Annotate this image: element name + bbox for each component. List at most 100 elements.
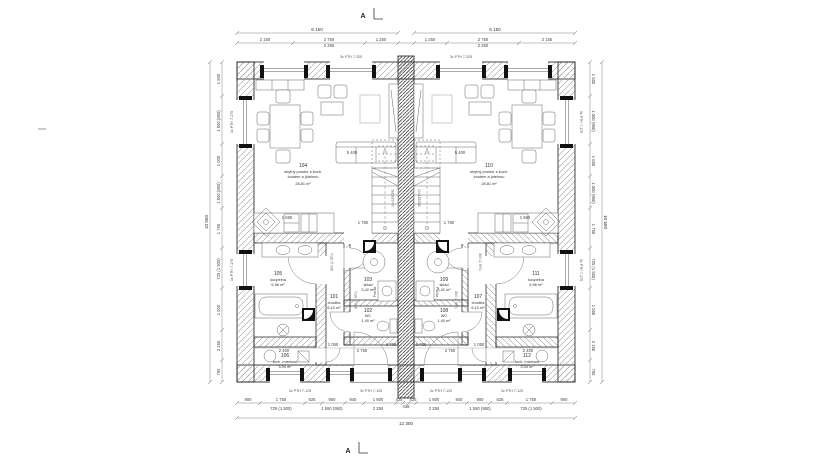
bathtub — [254, 293, 308, 319]
wall-bath-tech — [253, 336, 317, 348]
section-mark-top: A — [360, 8, 383, 20]
room-name: koutem a jídelnou — [288, 174, 319, 179]
stair-arrow — [382, 147, 388, 155]
dining-chair — [256, 128, 270, 143]
boiler-icon — [263, 349, 277, 363]
room-label-104: 104 obytný prostor s kuch. koutem a jíde… — [284, 163, 322, 186]
lintel-label: 3x PTH 7-125 — [289, 389, 311, 393]
dim-kitchen: 1 660 — [282, 215, 293, 220]
section-elbow-icon — [358, 442, 368, 454]
room-area: 3,42 m² — [361, 287, 375, 292]
washer-label: Pračka — [435, 287, 439, 298]
interior-dimensions: 5 400 5 400 1 660 1 660 1 760 1 760 10×1… — [254, 150, 558, 353]
staircase — [371, 139, 399, 234]
washing-drum-icon — [276, 323, 290, 337]
wall-party-central — [397, 55, 415, 399]
room-label-108: 108 WC 1,40 m² — [437, 308, 451, 323]
tech-equipment — [263, 349, 310, 363]
unit-right-geometry — [413, 60, 577, 384]
dim-inner: 2 750 — [357, 348, 368, 353]
stair-note: 10×187/250 — [417, 189, 421, 207]
lintel-label: 3x PTH 7-125 — [430, 389, 452, 393]
dining-chair — [300, 111, 314, 126]
dim-side: 1 000 — [216, 155, 221, 166]
section-letter: A — [360, 13, 365, 20]
dim-side: 1 500 (850) — [591, 182, 596, 204]
dining-chair — [275, 89, 291, 104]
room-name: obytný prostor s kuch. — [284, 169, 322, 174]
dining-chair — [300, 128, 314, 143]
sideboard — [255, 79, 305, 91]
dim-side: 1 500 (850) — [216, 110, 221, 132]
dim-living-width: 5 400 — [347, 150, 358, 155]
room-number: 105 — [274, 271, 283, 277]
room-number: 111 — [532, 271, 540, 277]
dim-chain-left: 1 500 1 500 (850) 1 000 1 500 (850) 1 75… — [204, 59, 234, 385]
washer-label: Pračka — [373, 287, 377, 298]
dim-top-sub: 2 250 — [478, 43, 489, 48]
bathroom — [254, 242, 319, 337]
dim-bottom: 900 — [477, 397, 485, 402]
room-label-101: 101 chodba 6,10 m² — [327, 294, 341, 310]
stair-note: 10×187/250 — [391, 189, 395, 207]
sofa — [335, 141, 397, 164]
dim-side: 1 000 — [216, 304, 221, 315]
interior-walls — [253, 232, 399, 366]
dim-side: 1 750 — [216, 223, 221, 234]
room-label-112: 112 tech. místnost 3,04 m² — [515, 353, 540, 369]
dim-bottom: 625 — [309, 397, 317, 402]
lintel-label: 3x PTH 7-125 — [360, 389, 382, 393]
dim-top-seg: 2 750 — [478, 37, 489, 42]
room-name: chodba — [472, 300, 486, 305]
dim-bottom: 940 — [350, 397, 358, 402]
room-name: koupelna — [270, 277, 287, 282]
dim-side: 1 500 — [216, 73, 221, 84]
unit-left-geometry — [236, 61, 399, 383]
dining-chair — [256, 111, 270, 126]
room-name: koupelna — [528, 277, 545, 282]
room-number: 109 — [440, 277, 449, 283]
room-area: 28,81 m² — [481, 181, 497, 186]
room-label-111: 111 koupelna 6,96 m² — [528, 271, 545, 287]
dim-bottom: 438 — [403, 404, 411, 409]
dim-top-seg: 2 150 — [260, 37, 271, 42]
dim-side: 725 (1 500) — [216, 258, 221, 280]
dim-side: 725 (1 500) — [591, 258, 596, 280]
dim-side: 2 150 — [216, 340, 221, 351]
dim-top-seg: 2 750 — [324, 37, 335, 42]
dim-bottom-sub: 2 250 — [373, 406, 384, 411]
lintel-label: 3x PTH 7-175 — [230, 111, 234, 133]
dim-bottom: 1 800 — [373, 397, 384, 402]
dim-bottom: 900 — [329, 397, 337, 402]
dim-stair-width: 1 760 — [444, 220, 455, 225]
dim-side: 1 500 — [591, 74, 596, 85]
room-number: 102 — [364, 308, 373, 314]
dim-top-sub: 2 250 — [324, 43, 335, 48]
room-name: tech. místnost — [515, 359, 540, 364]
room-label-109: 109 sklad 3,42 m² — [437, 277, 451, 292]
room-name: obytný prostor s kuch. — [470, 169, 508, 174]
dim-side: 1 000 — [591, 156, 596, 167]
room-area: 3,42 m² — [437, 287, 451, 292]
dim-bottom: 625 — [497, 397, 505, 402]
dim-bottom: 900 — [245, 397, 253, 402]
room-label-107: 107 chodba 6,10 m² — [471, 294, 485, 310]
dim-inner: 1 050 — [474, 342, 485, 347]
windows-top-wall — [260, 61, 376, 80]
room-number: 112 — [523, 353, 531, 359]
room-area: 1,40 m² — [361, 318, 375, 323]
dim-top-seg: 1 250 — [376, 37, 387, 42]
room-label-110: 110 obytný prostor s kuch. koutem a jíde… — [470, 163, 508, 186]
room-name: chodba — [328, 300, 342, 305]
dim-inner: 1 700 — [416, 342, 427, 347]
dim-side: 750 — [216, 368, 221, 376]
wall-living-lower — [253, 232, 399, 244]
dim-living-width: 5 400 — [455, 150, 466, 155]
room-label-106: 106 tech. místnost 3,04 m² — [273, 353, 298, 369]
rug — [359, 94, 381, 124]
room-number: 108 — [440, 308, 449, 314]
dim-side: 1 500 (850) — [216, 182, 221, 204]
dim-bottom: 900 — [561, 397, 569, 402]
room-name: sklad — [439, 282, 448, 287]
room-number: 101 — [330, 294, 339, 300]
